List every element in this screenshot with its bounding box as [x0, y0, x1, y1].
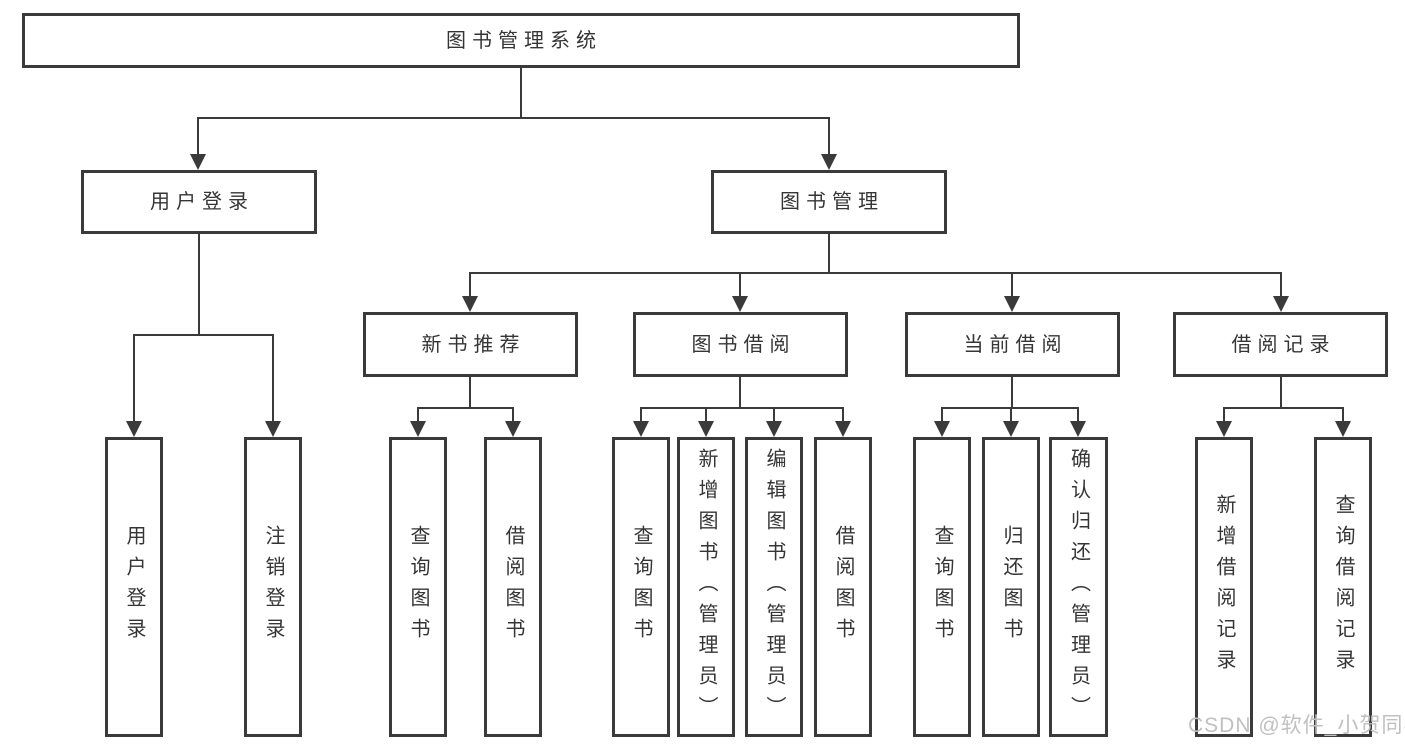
connector-line	[272, 335, 274, 422]
node-label: 用户登录	[150, 191, 254, 213]
connector-line	[640, 408, 642, 422]
arrow-down-icon	[766, 421, 782, 437]
arrow-down-icon	[265, 421, 281, 437]
connector-line	[640, 407, 844, 409]
node-confirm-return-admin: 确认归还（管理员）	[1049, 437, 1108, 737]
connector-line	[828, 118, 830, 155]
node-label: 借阅记录	[1231, 333, 1336, 356]
connector-line	[1010, 408, 1012, 422]
node-label: 注销登录	[262, 525, 284, 649]
connector-line	[1342, 408, 1344, 422]
connector-line	[739, 273, 741, 298]
csdn-watermark: CSDN @软件_小贺同学	[1188, 714, 1405, 737]
connector-line	[197, 117, 830, 119]
connector-line	[842, 408, 844, 422]
node-label: 用户登录	[123, 525, 145, 649]
arrow-down-icon	[1335, 421, 1351, 437]
connector-line	[198, 234, 200, 336]
node-logout-action: 注销登录	[244, 437, 302, 737]
node-new-book-recommend: 新书推荐	[363, 312, 578, 377]
node-library-management-system: 图书管理系统	[22, 13, 1020, 68]
node-add-book-admin: 新增图书（管理员）	[677, 437, 735, 737]
connector-line	[417, 408, 419, 422]
node-edit-book-admin: 编辑图书（管理员）	[745, 437, 803, 737]
connector-line	[1223, 407, 1344, 409]
node-label: 查询图书	[407, 525, 429, 649]
node-label: 查询借阅记录	[1332, 494, 1354, 680]
connector-line	[520, 68, 522, 119]
connector-line	[941, 408, 943, 422]
connector-line	[828, 234, 830, 274]
connector-line	[1280, 377, 1282, 409]
node-query-book: 查询图书	[612, 437, 670, 737]
node-label: 查询图书	[630, 525, 652, 649]
connector-line	[133, 334, 274, 336]
arrow-down-icon	[410, 421, 426, 437]
node-return-book: 归还图书	[982, 437, 1040, 737]
node-label: 图书管理系统	[446, 29, 602, 52]
arrow-down-icon	[821, 154, 837, 170]
connector-line	[1011, 377, 1013, 409]
node-label: 新书推荐	[421, 333, 526, 356]
node-query-borrow-record: 查询借阅记录	[1314, 437, 1372, 737]
node-query-book: 查询图书	[913, 437, 971, 737]
node-user-login-action: 用户登录	[105, 437, 163, 737]
connector-line	[1280, 273, 1282, 298]
node-borrow-records: 借阅记录	[1173, 312, 1388, 377]
node-current-borrow: 当前借阅	[905, 312, 1120, 377]
connector-line	[417, 407, 514, 409]
node-label: 查询图书	[931, 525, 953, 649]
node-label: 新增图书（管理员）	[695, 447, 717, 727]
connector-line	[469, 377, 471, 409]
arrow-down-icon	[732, 296, 748, 312]
node-borrow-book: 借阅图书	[484, 437, 542, 737]
node-label: 借阅图书	[832, 525, 854, 649]
node-label: 编辑图书（管理员）	[763, 447, 785, 727]
node-book-management: 图书管理	[711, 170, 947, 234]
arrow-down-icon	[190, 154, 206, 170]
connector-line	[705, 408, 707, 422]
node-label: 确认归还（管理员）	[1067, 447, 1090, 727]
connector-line	[469, 273, 471, 298]
arrow-down-icon	[1004, 296, 1020, 312]
connector-line	[469, 272, 1282, 274]
connector-line	[133, 335, 135, 422]
connector-line	[739, 377, 741, 409]
node-label: 图书借阅	[691, 333, 796, 356]
node-label: 当前借阅	[963, 333, 1068, 356]
node-add-borrow-record: 新增借阅记录	[1195, 437, 1253, 737]
node-label: 新增借阅记录	[1213, 494, 1235, 680]
connector-line	[773, 408, 775, 422]
arrow-down-icon	[698, 421, 714, 437]
arrow-down-icon	[1003, 421, 1019, 437]
arrow-down-icon	[1216, 421, 1232, 437]
connector-line	[1011, 273, 1013, 298]
node-label: 图书管理	[780, 191, 884, 213]
connector-line	[1223, 408, 1225, 422]
arrow-down-icon	[934, 421, 950, 437]
arrow-down-icon	[835, 421, 851, 437]
connector-line	[197, 118, 199, 155]
arrow-down-icon	[505, 421, 521, 437]
arrow-down-icon	[1070, 421, 1086, 437]
connector-line	[512, 408, 514, 422]
arrow-down-icon	[126, 421, 142, 437]
arrow-down-icon	[462, 296, 478, 312]
node-label: 借阅图书	[502, 525, 524, 649]
node-user-login: 用户登录	[81, 170, 317, 234]
node-borrow-book: 借阅图书	[814, 437, 872, 737]
node-label: 归还图书	[1000, 525, 1022, 649]
connector-line	[1077, 408, 1079, 422]
node-query-book: 查询图书	[389, 437, 447, 737]
node-book-borrow: 图书借阅	[633, 312, 848, 377]
arrow-down-icon	[633, 421, 649, 437]
arrow-down-icon	[1273, 296, 1289, 312]
